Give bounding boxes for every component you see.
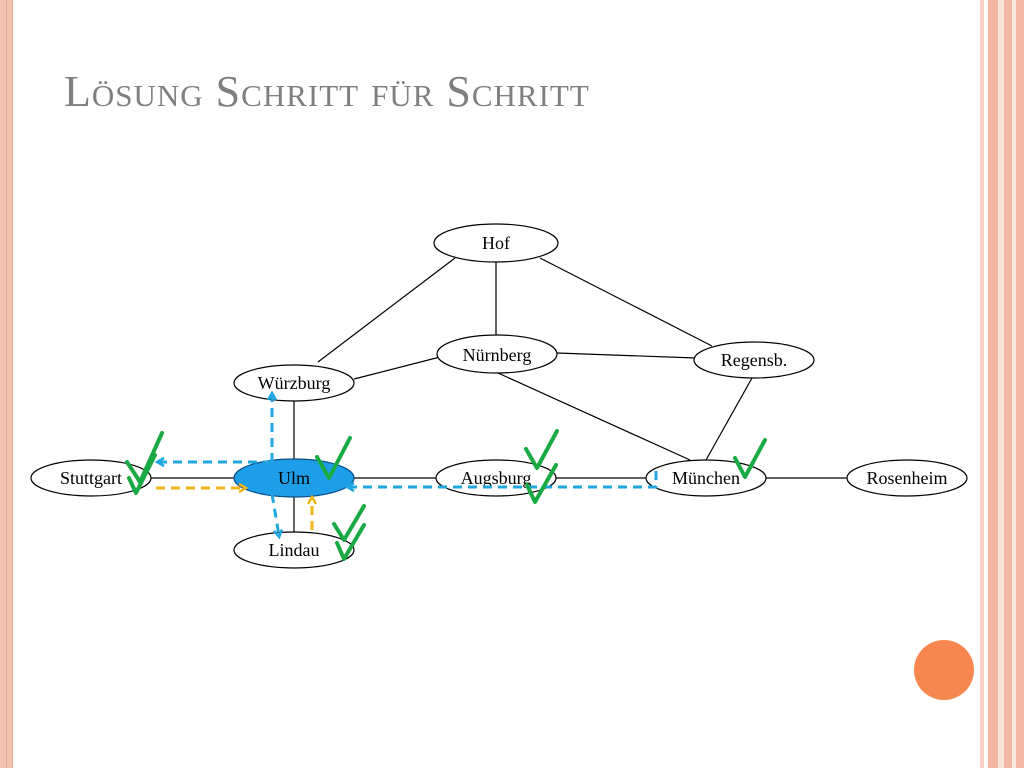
node-augsburg-label: Augsburg <box>461 468 532 488</box>
node-wuerzburg[interactable]: Würzburg <box>233 364 355 402</box>
node-nuernberg[interactable]: Nürnberg <box>436 334 558 374</box>
node-muenchen-shape <box>645 459 767 497</box>
accent-dot <box>914 640 974 700</box>
node-wuerzburg-label: Würzburg <box>258 373 331 393</box>
edge-nuernberg-regensb <box>556 352 697 359</box>
node-nuernberg-label: Nürnberg <box>463 345 532 365</box>
nodes-layer: Hof Nürnberg Regensb. Würzburg Stuttgart… <box>30 223 968 569</box>
edge-hof-regensb <box>539 257 713 347</box>
node-regensb-label: Regensb. <box>721 350 788 370</box>
edge-regensb-muenchen <box>705 377 753 461</box>
node-regensb[interactable]: Regensb. <box>693 341 815 379</box>
node-stuttgart-label: Stuttgart <box>60 468 122 488</box>
check-augsburg-icon <box>524 429 559 504</box>
node-rosenheim-shape <box>846 459 968 497</box>
node-hof-label: Hof <box>482 233 510 253</box>
node-lindau[interactable]: Lindau <box>233 531 355 569</box>
node-stuttgart[interactable]: Stuttgart <box>30 459 152 497</box>
node-lindau-label: Lindau <box>269 540 320 560</box>
check-ulm-icon <box>315 436 352 480</box>
checkmarks-layer <box>125 429 767 561</box>
node-wuerzburg-shape <box>233 364 355 402</box>
edge-nuernberg-muenchen <box>497 372 691 461</box>
slide-title: Lösung Schritt für Schritt <box>64 67 590 116</box>
node-hof[interactable]: Hof <box>433 223 559 263</box>
edge-hof-wuerzburg <box>317 257 456 363</box>
left-frame-border <box>0 0 13 768</box>
node-regensb-shape <box>693 341 815 379</box>
node-muenchen-label: München <box>672 468 740 488</box>
edge-nuernberg-wuerzburg <box>353 356 441 380</box>
edges-layer <box>150 257 848 532</box>
node-rosenheim-label: Rosenheim <box>867 468 948 488</box>
node-lindau-shape <box>233 531 355 569</box>
node-nuernberg-shape <box>436 334 558 374</box>
node-rosenheim[interactable]: Rosenheim <box>846 459 968 497</box>
right-frame-stripes <box>976 0 1024 768</box>
blue-arrow-muenchen-to-ulm <box>348 471 658 487</box>
node-augsburg[interactable]: Augsburg <box>435 459 557 497</box>
check-muenchen-icon <box>733 438 767 479</box>
check-stuttgart-icon <box>125 431 164 495</box>
blue-arrow-ulm-to-lindau <box>270 493 279 536</box>
node-hof-shape <box>433 223 559 263</box>
traversal-arrows-layer <box>156 394 658 536</box>
node-stuttgart-shape <box>30 459 152 497</box>
check-lindau-icon <box>332 504 366 561</box>
node-muenchen[interactable]: München <box>645 459 767 497</box>
node-ulm-label: Ulm <box>278 468 310 488</box>
